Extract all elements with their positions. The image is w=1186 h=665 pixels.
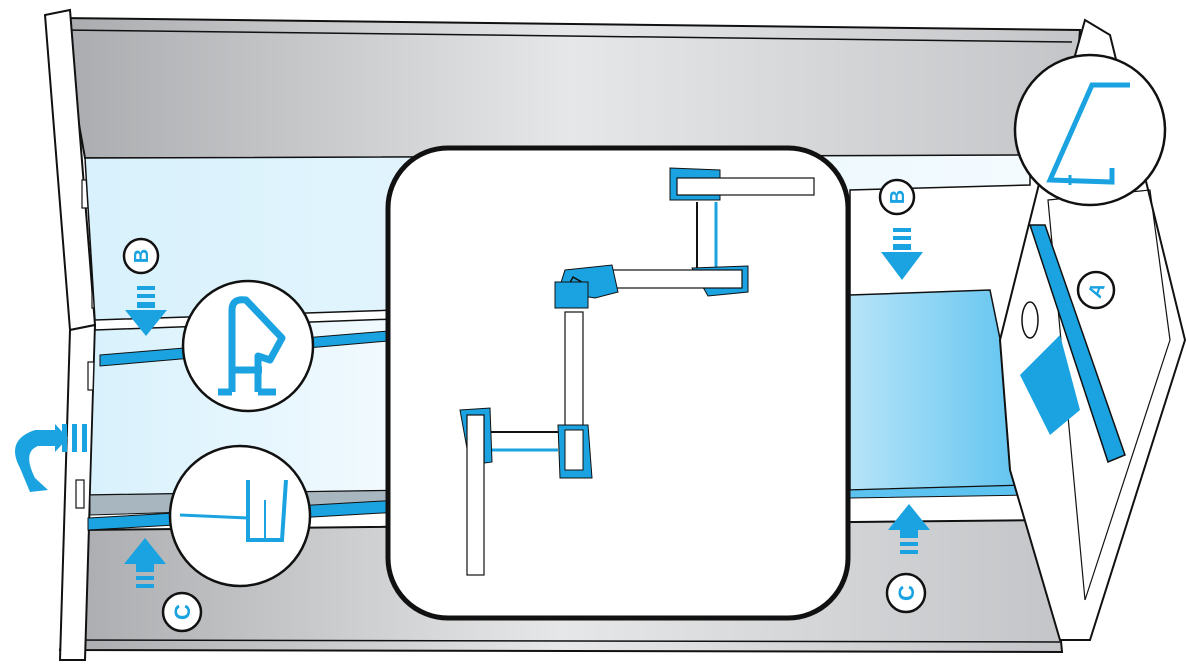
door-handle — [1022, 302, 1038, 338]
svg-text:C: C — [894, 585, 919, 601]
svg-text:B: B — [887, 190, 909, 204]
arrow-down-icon — [881, 228, 923, 280]
svg-text:C: C — [170, 604, 195, 620]
svg-text:B: B — [131, 249, 153, 263]
top-view-inset — [388, 148, 848, 618]
right-seal-tray — [850, 290, 1030, 498]
marker-b-right: B — [880, 180, 914, 214]
hinge — [76, 480, 84, 508]
detail-circle-a — [1015, 55, 1165, 205]
marker-b-left: B — [124, 239, 158, 273]
detail-circle-c — [170, 446, 310, 586]
marker-c-right: C — [887, 574, 925, 612]
back-wall — [60, 18, 1080, 160]
marker-c-left: C — [163, 593, 201, 631]
detail-circle-b — [183, 281, 313, 411]
marker-a: A — [1078, 272, 1114, 308]
